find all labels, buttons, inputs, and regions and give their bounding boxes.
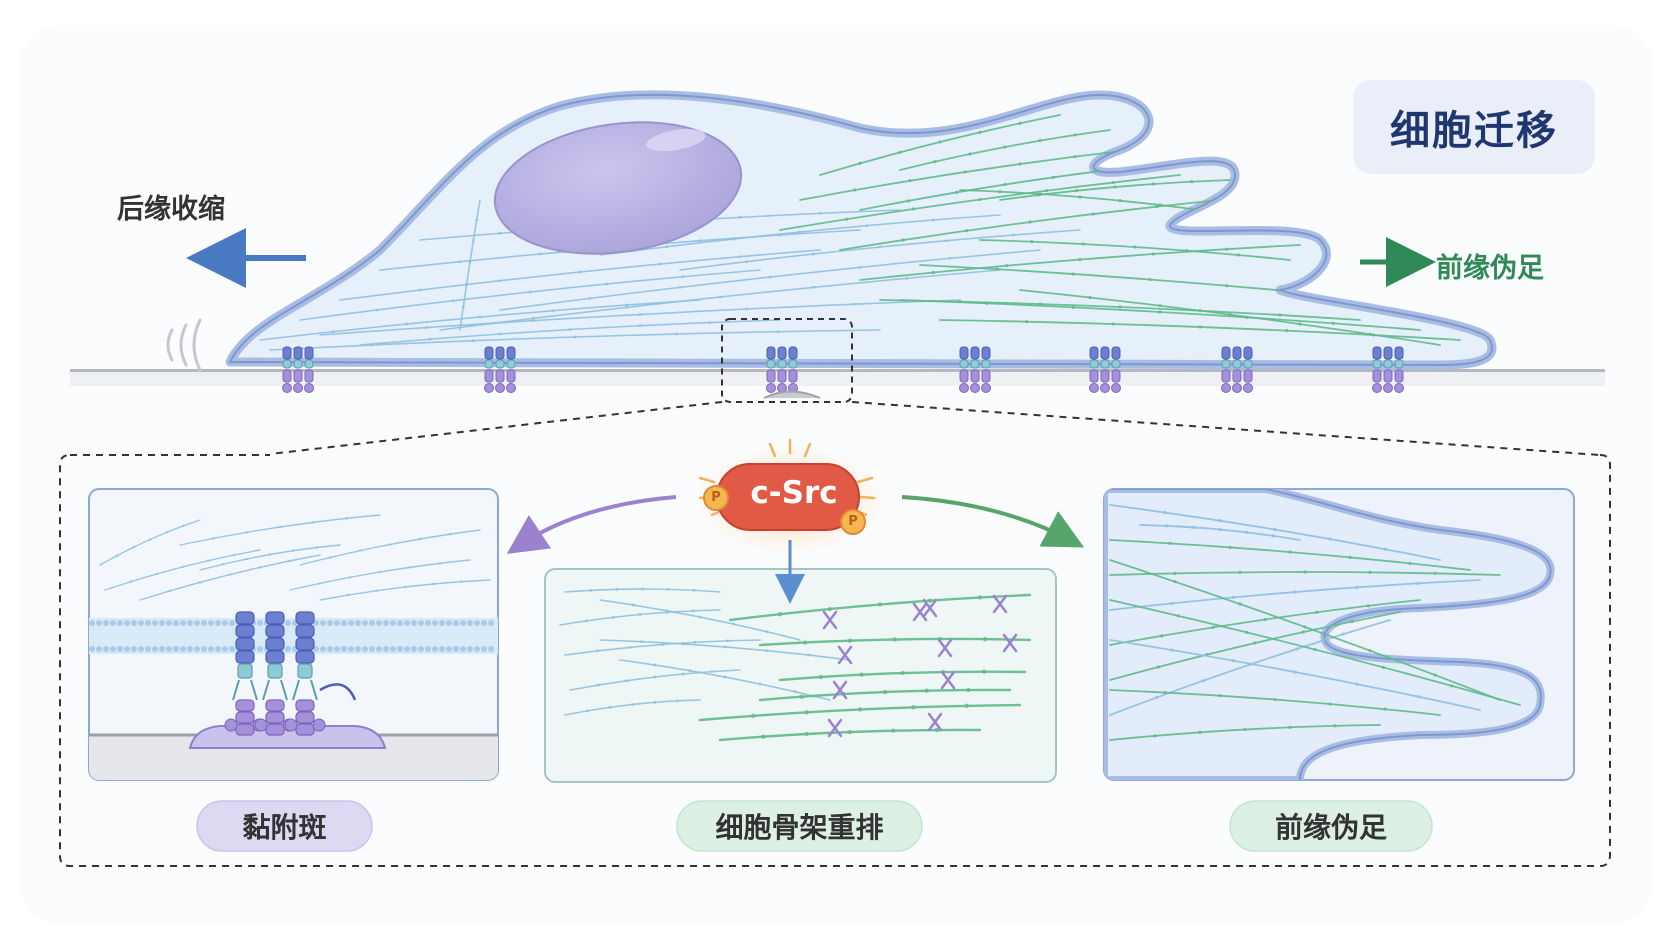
page-title: 细胞迁移 [1390, 108, 1558, 154]
integrin-receptors [282, 346, 1404, 393]
rear-contraction-label: 后缘收缩 [117, 194, 225, 225]
integrin-receptor [1089, 346, 1121, 393]
crosslinker [1002, 633, 1018, 653]
pill-bg-focal-adhesion [196, 800, 373, 852]
zoom-line-right [851, 401, 1601, 456]
crosslinker [822, 610, 838, 630]
nucleus-highlight [646, 128, 706, 152]
arrow-to-adhesion-icon [506, 495, 677, 554]
crosslinker [927, 712, 943, 732]
phospho-badge-right: P [840, 509, 866, 535]
integrin-dimer [284, 611, 326, 736]
integrin-complex [188, 611, 387, 749]
contraction-wave-icon [166, 318, 202, 372]
pill-cytoskeleton: 细胞骨架重排 [715, 811, 884, 844]
crosslinker [827, 718, 843, 738]
substrate-shadow [70, 372, 1605, 386]
integrin-receptor [1372, 346, 1404, 393]
actin-filaments-cell [259, 114, 1461, 351]
zoom-plaque [763, 390, 821, 399]
zoom-box [721, 318, 853, 403]
crosslinker [832, 680, 848, 700]
integrin-receptor [766, 346, 798, 393]
cytoskeleton-art [559, 587, 1032, 742]
title-box: 细胞迁移 [1353, 80, 1595, 174]
arrow-to-lamellipodia-icon [901, 495, 1085, 548]
crosslinker [922, 598, 938, 618]
integrin-receptor [282, 346, 314, 393]
focal-adhesion-art [89, 514, 498, 780]
c-src-label: c-Src [750, 475, 838, 511]
integrin-dimer [254, 611, 296, 736]
zoom-line-left [269, 401, 723, 455]
phospho-badge-left: P [703, 485, 729, 511]
pill-lamellipodia: 前缘伪足 [1274, 811, 1387, 844]
integrin-receptor [1221, 346, 1253, 393]
integrin-dimer [224, 611, 266, 736]
detail-frame [59, 454, 1611, 867]
lamellipodia-art [1104, 489, 1555, 780]
crosslinker [940, 670, 956, 690]
crosslinker [937, 638, 953, 658]
crosslinker [992, 594, 1008, 614]
crosslinker [837, 645, 853, 665]
crosslinker [912, 602, 928, 622]
pill-bg-lamellipodia [1229, 800, 1433, 852]
pill-focal-adhesion: 黏附斑 [242, 811, 327, 844]
integrin-receptor [959, 346, 991, 393]
leading-edge-label: 前缘伪足 [1436, 253, 1544, 284]
integrin-receptor [484, 346, 516, 393]
panel-cytoskeleton [544, 568, 1057, 783]
nucleus [493, 121, 743, 255]
pill-bg-cytoskeleton [676, 800, 923, 852]
